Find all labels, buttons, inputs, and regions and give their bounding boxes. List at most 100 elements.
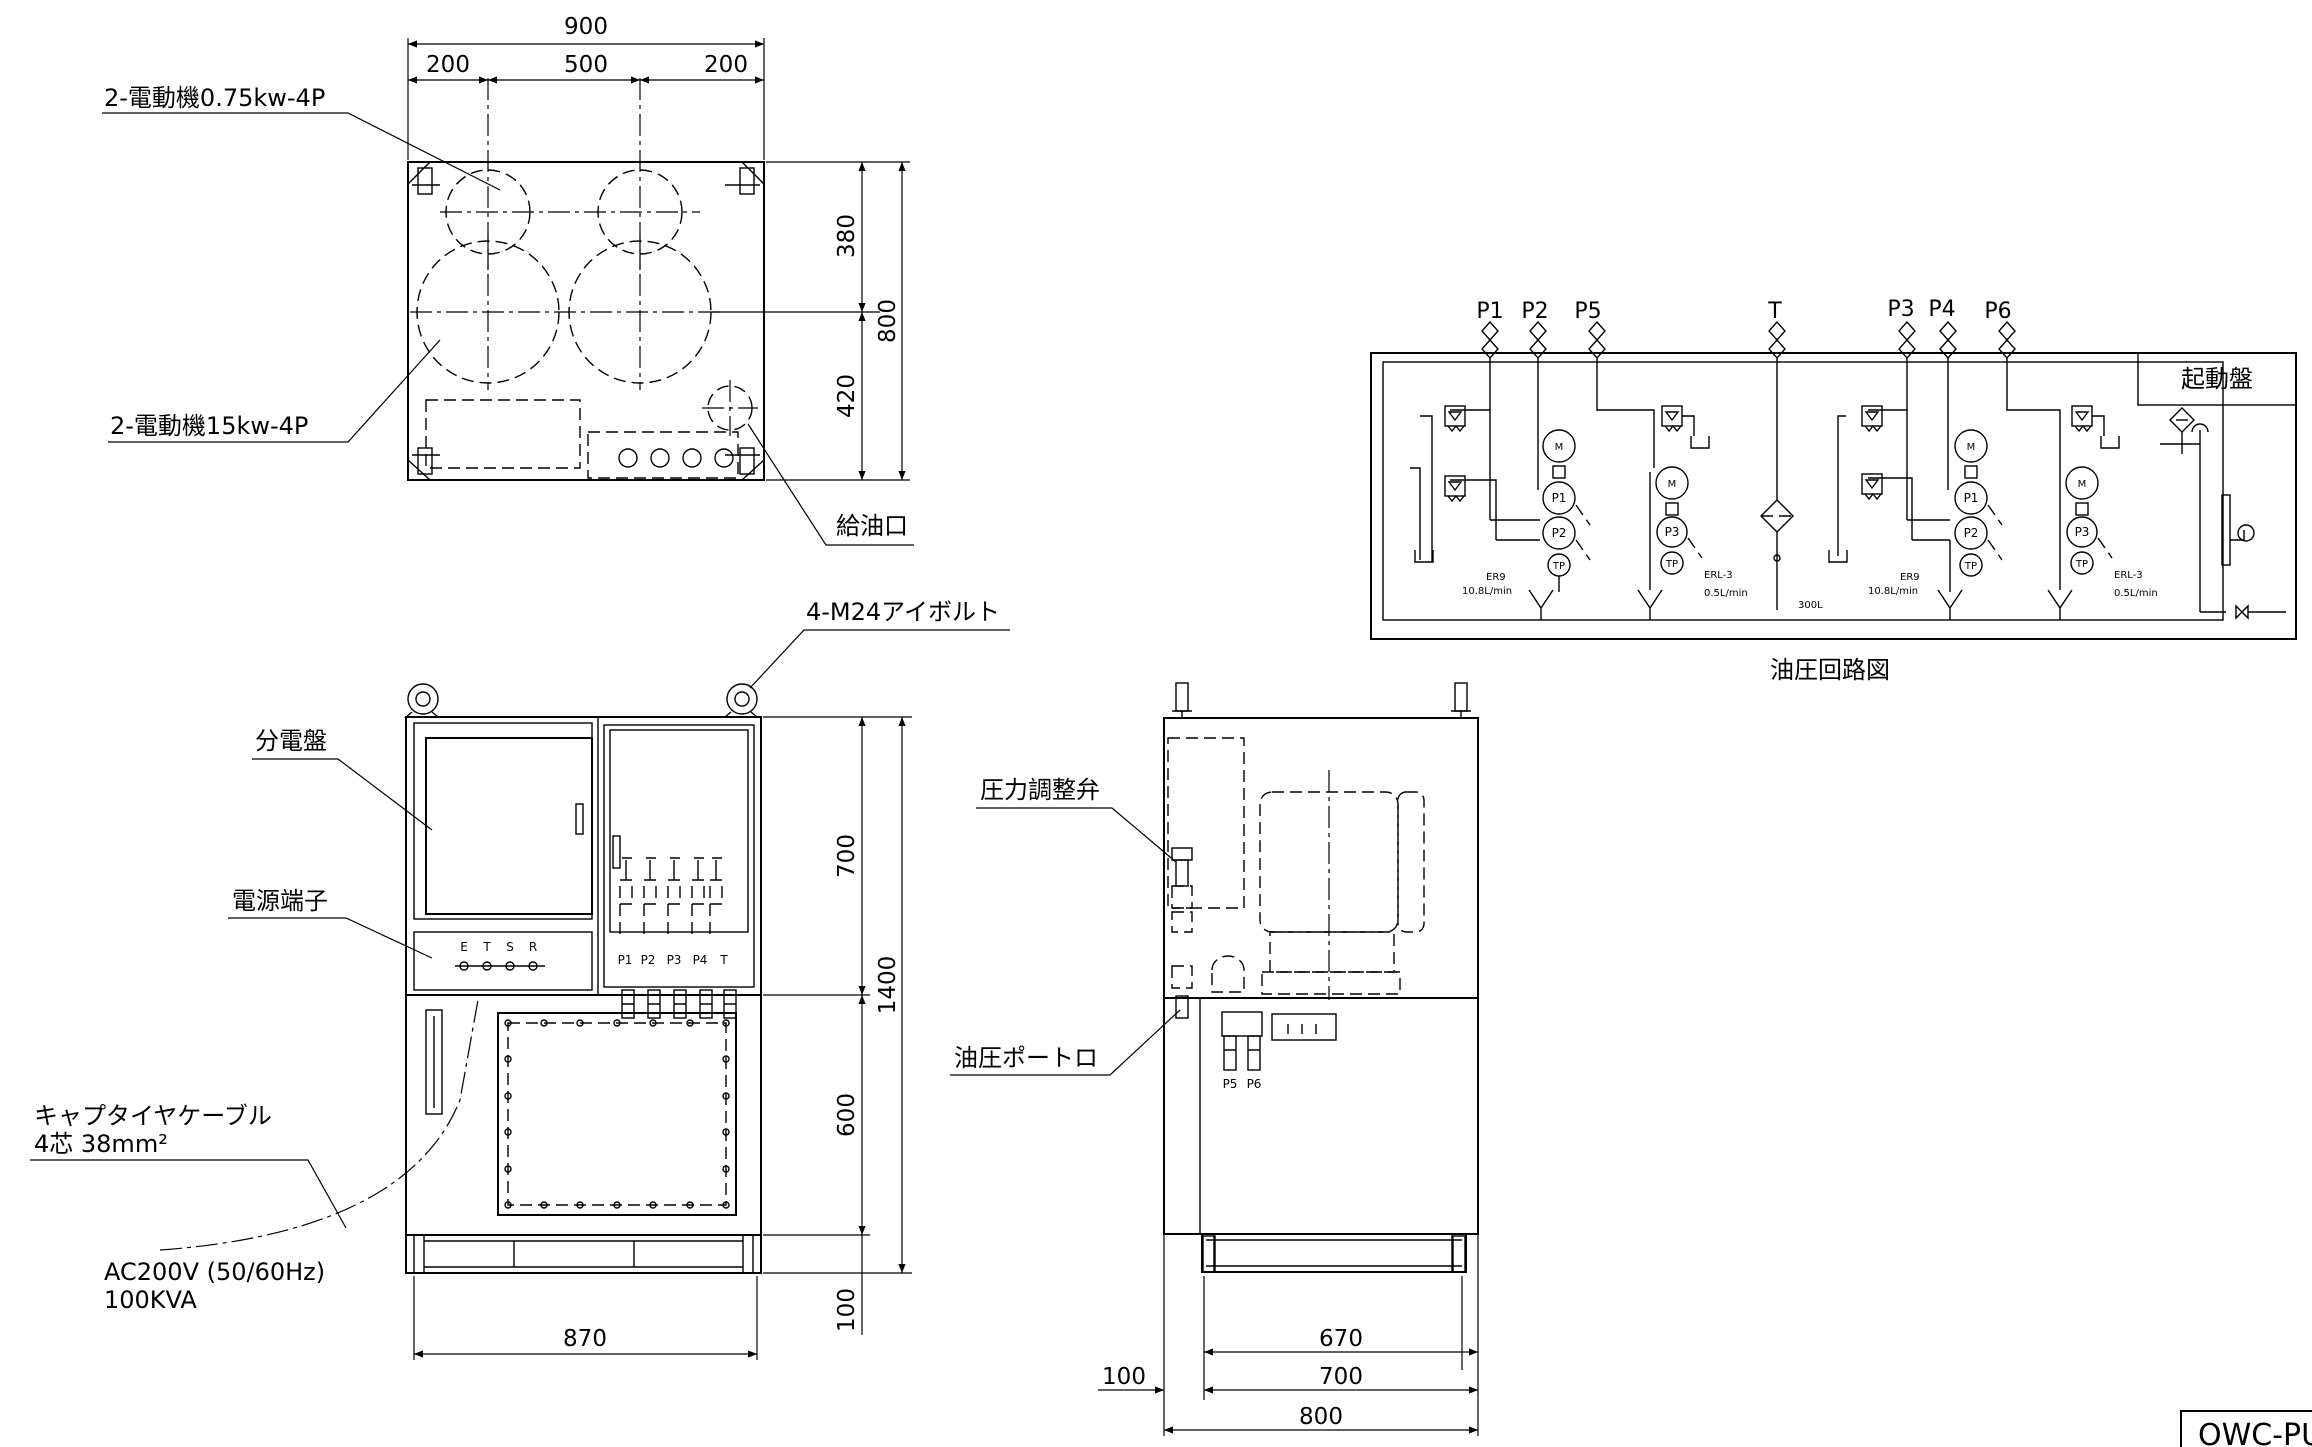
circuit-port-p5: P5: [1574, 299, 1601, 324]
plan-view: 900 200 500 200 380 420 800 2-電動機0.75kw-…: [102, 14, 914, 546]
return-filter: 300L: [1760, 358, 1823, 611]
front-port-p2: P2: [641, 953, 656, 967]
panel-label: 分電盤: [255, 727, 327, 755]
front-dim-total: 1400: [875, 956, 901, 1015]
inspection-cover: [497, 1012, 737, 1216]
plan-dim-mid: 500: [564, 52, 608, 78]
title-block: OWC-PU: [2180, 1410, 2312, 1447]
side-port-label: 油圧ポートロ: [954, 1044, 1098, 1072]
tank-outline: [1382, 361, 2224, 621]
unit-c-pump-2: P2: [1964, 526, 1979, 540]
circuit-title: 油圧回路図: [1770, 656, 1890, 684]
power-label-2: 100KVA: [104, 1286, 197, 1314]
plan-dim-left: 200: [426, 52, 470, 78]
unit-b-motor: M: [1668, 479, 1677, 490]
side-dim-800: 800: [1299, 1404, 1343, 1430]
pump-unit-b: M P3 TP ERL-3 0.5L/min: [1596, 358, 1748, 621]
side-pressure-valve: [1171, 847, 1193, 1019]
front-port-p1: P1: [618, 953, 633, 967]
unit-c-motor: M: [1967, 442, 1976, 453]
unit-d-flow: 0.5L/min: [2114, 588, 2158, 599]
front-port-fittings: [621, 989, 737, 1019]
unit-c-pump-1: P1: [1964, 491, 1979, 505]
starter-panel-box: [2137, 352, 2297, 406]
eyebolt-right: [726, 683, 758, 715]
unit-a-motor: M: [1555, 442, 1564, 453]
unit-a-pump-2: P2: [1552, 526, 1567, 540]
tank-capacity: 300L: [1798, 600, 1823, 611]
unit-a-tp: TP: [1552, 561, 1565, 572]
valve-bank: [619, 857, 723, 934]
front-view: E T S R P1 P2 P3 P4 T: [30, 598, 1010, 1360]
side-dim-670: 670: [1319, 1326, 1363, 1352]
pump-unit-c: M P1 P2 TP ER9 10.8L/min: [1828, 358, 2003, 621]
circuit-accessories: [2160, 407, 2286, 620]
pump-unit-a: M P1 P2 TP ER9 10.8L/min: [1410, 358, 1591, 621]
circuit-port-p4: P4: [1928, 297, 1955, 322]
side-port-p5: P5: [1223, 1077, 1238, 1091]
front-base: [405, 1234, 762, 1274]
plan-dim-right: 200: [704, 52, 748, 78]
circuit-frame: [1370, 352, 2297, 640]
terminal-e: E: [460, 940, 468, 954]
side-port-p6: P6: [1247, 1077, 1262, 1091]
pump-unit-d: M P3 TP ERL-3 0.5L/min: [2006, 358, 2158, 621]
cable-label-2: 4芯 38mm²: [34, 1130, 168, 1158]
side-dim-700: 700: [1319, 1364, 1363, 1390]
plan-dim-lower: 420: [834, 374, 860, 418]
front-dim-width: 870: [563, 1326, 607, 1352]
terminal-r: R: [529, 940, 537, 954]
unit-a-model: ER9: [1486, 572, 1506, 583]
unit-d-pump: P3: [2075, 525, 2090, 539]
front-port-t: T: [719, 953, 728, 967]
unit-a-pump-1: P1: [1552, 491, 1567, 505]
terminal-strip: E T S R: [455, 940, 545, 971]
motor-large-label: 2-電動機15kw-4P: [110, 412, 308, 440]
power-label-1: AC200V (50/60Hz): [104, 1258, 325, 1286]
unit-b-pump: P3: [1665, 525, 1680, 539]
circuit-port-p1: P1: [1476, 299, 1503, 324]
distribution-panel: [413, 722, 593, 920]
unit-c-model: ER9: [1900, 572, 1920, 583]
circuit-port-t: T: [1767, 299, 1782, 324]
power-terminal-box: [413, 931, 593, 991]
motor-small-label: 2-電動機0.75kw-4P: [104, 84, 325, 112]
eyebolt-left: [407, 683, 439, 715]
cable-label-1: キャプタイヤケーブル: [34, 1102, 272, 1130]
unit-d-model: ERL-3: [2114, 570, 2143, 581]
front-port-p3: P3: [667, 953, 682, 967]
unit-b-model: ERL-3: [1704, 570, 1733, 581]
circuit-port-p2: P2: [1521, 299, 1548, 324]
front-dim-lower: 600: [834, 1093, 860, 1137]
plan-dim-upper: 380: [834, 214, 860, 258]
circuit-port-p3: P3: [1887, 297, 1914, 322]
unit-c-flow: 10.8L/min: [1868, 586, 1918, 597]
valve-label: 圧力調整弁: [980, 776, 1100, 804]
side-dim-100: 100: [1102, 1364, 1146, 1390]
level-gauge: [425, 1009, 443, 1115]
unit-c-tp: TP: [1964, 561, 1977, 572]
terminal-t: T: [482, 940, 491, 954]
cable-path: [159, 999, 479, 1251]
plan-dim-depth: 800: [875, 299, 901, 343]
terminal-s: S: [506, 940, 514, 954]
circuit-port-p6: P6: [1984, 299, 2011, 324]
unit-b-flow: 0.5L/min: [1704, 588, 1748, 599]
side-view: P5 P6 670 700 800 100 圧力調整弁 油圧ポートロ: [950, 682, 1479, 1436]
drawing-code: OWC-PU: [2198, 1418, 2312, 1447]
oil-inlet-label: 給油口: [836, 512, 908, 540]
hydraulic-circuit: 起動盤 油圧回路図 P1 P2 P5 T P3 P4 P6: [1370, 297, 2297, 684]
unit-a-flow: 10.8L/min: [1462, 586, 1512, 597]
plan-dim-total: 900: [564, 14, 608, 40]
starter-label: 起動盤: [2181, 365, 2253, 393]
front-dim-upper: 700: [834, 834, 860, 878]
circuit-top-ports: P1 P2 P5 T P3 P4 P6: [1476, 297, 2016, 360]
unit-d-tp: TP: [2075, 559, 2088, 570]
terminal-label: 電源端子: [232, 887, 328, 915]
front-dim-base: 100: [834, 1288, 860, 1332]
eyebolt-label: 4-M24アイボルト: [806, 598, 1000, 626]
front-port-p4: P4: [693, 953, 708, 967]
unit-b-tp: TP: [1665, 559, 1678, 570]
unit-d-motor: M: [2078, 479, 2087, 490]
